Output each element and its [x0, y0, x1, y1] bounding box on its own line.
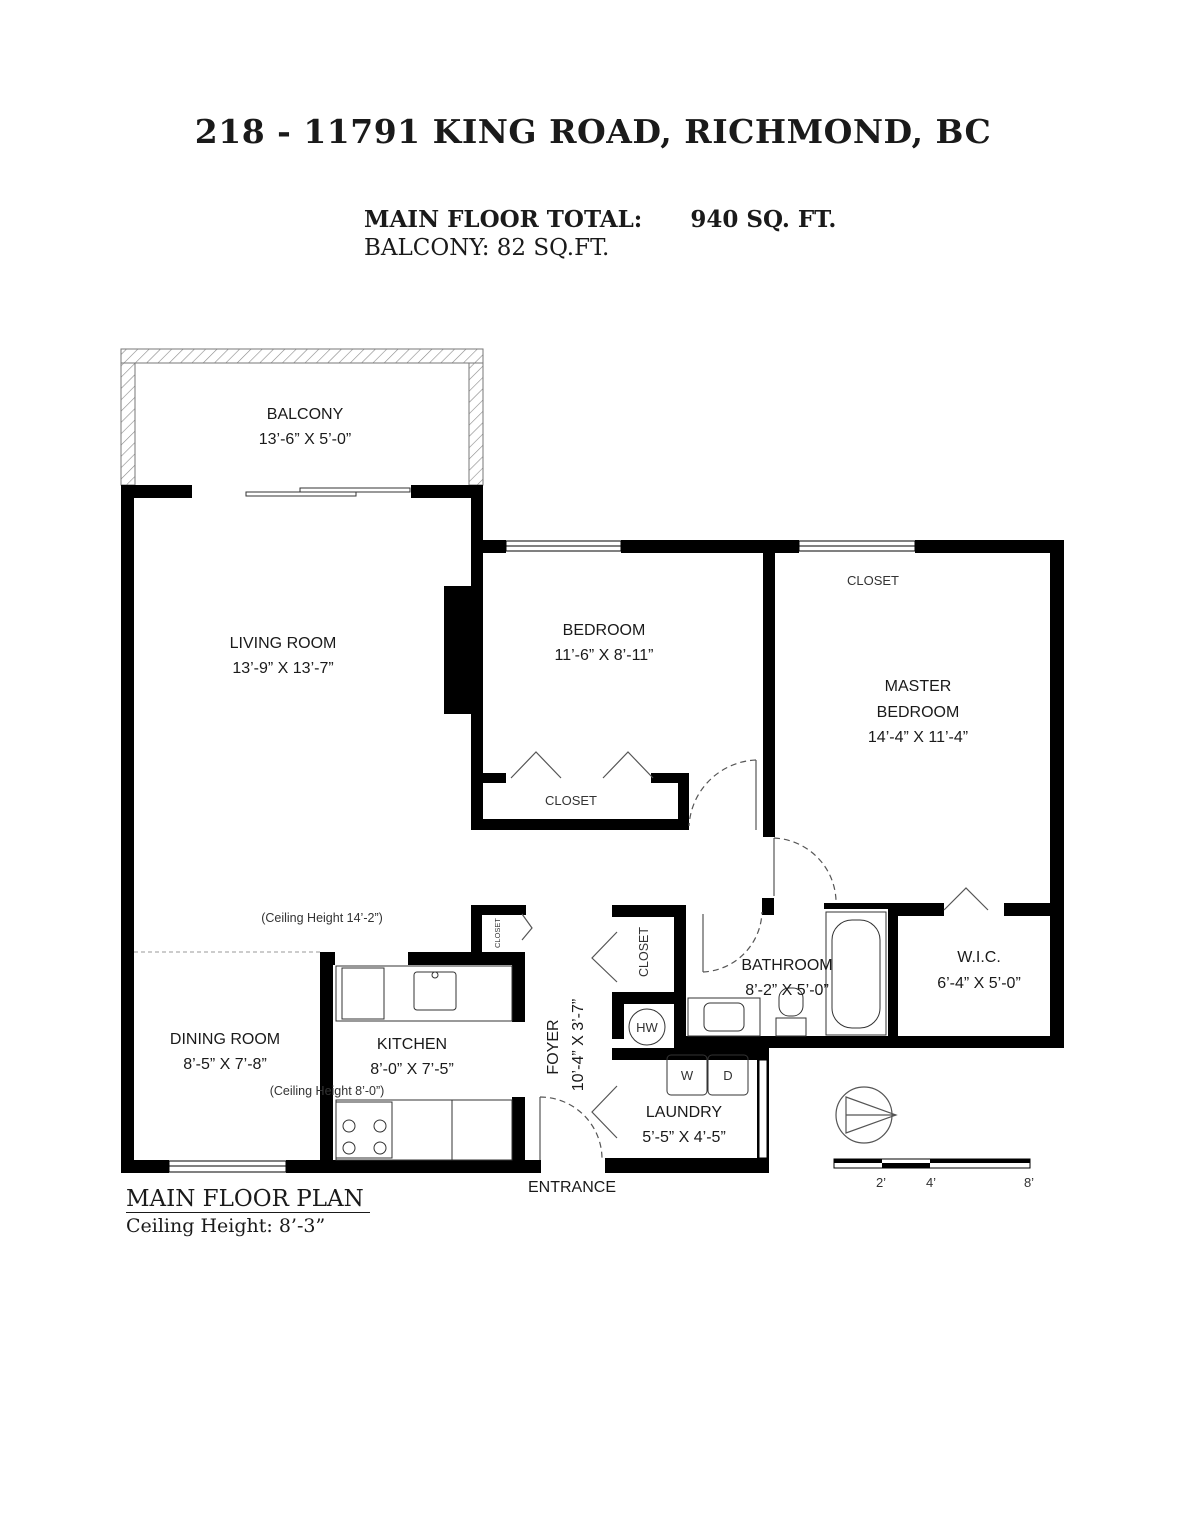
- north-arrow-icon: [835, 1086, 898, 1144]
- washer-label: W: [681, 1068, 694, 1083]
- laundry-size: 5’-5” X 4’-5”: [642, 1129, 726, 1146]
- kitchen-ceiling-height: (Ceiling Height 8’-0”): [270, 1084, 385, 1098]
- bathroom-name: BATHROOM: [741, 957, 832, 974]
- entrance-label: ENTRANCE: [528, 1179, 616, 1196]
- plan-footer: MAIN FLOOR PLAN Ceiling Height: 8’-3”: [126, 1186, 370, 1237]
- dining-room-name: DINING ROOM: [170, 1031, 280, 1048]
- balcony-railing: [120, 348, 484, 486]
- windows: [168, 540, 916, 1173]
- property-address-title: 218 - 11791 KING ROAD, RICHMOND, BC: [194, 112, 992, 151]
- foyer-size: 10’-4” X 3’-7”: [570, 999, 587, 1091]
- water-heater-label: HW: [636, 1020, 658, 1035]
- balcony-name: BALCONY: [267, 406, 344, 423]
- room-labels: BALCONY 13’-6” X 5’-0” LIVING ROOM 13’-9…: [170, 406, 1021, 1196]
- main-floor-total-label: MAIN FLOOR TOTAL:: [364, 206, 643, 233]
- door-swings: [510, 751, 989, 1160]
- balcony-total: BALCONY: 82 SQ.FT.: [364, 235, 610, 261]
- balcony-sliding-door: [245, 487, 411, 497]
- wic-name: W.I.C.: [957, 949, 1001, 966]
- scale-tick-2: 2’: [876, 1175, 886, 1190]
- plan-ceiling-height: Ceiling Height: 8’-3”: [126, 1215, 326, 1237]
- walls: [121, 485, 1064, 1173]
- scale-tick-8: 8’: [1024, 1175, 1034, 1190]
- linen-closet-label: CLOSET: [637, 927, 651, 977]
- kitchen-size: 8’-0” X 7’-5”: [370, 1061, 454, 1078]
- bathroom-fixtures: [687, 911, 887, 1037]
- living-ceiling-height: (Ceiling Height 14’-2”): [261, 911, 383, 925]
- laundry-name: LAUNDRY: [646, 1104, 723, 1121]
- master-closet-label: CLOSET: [847, 573, 899, 588]
- dining-room-size: 8’-5” X 7’-8”: [183, 1056, 267, 1073]
- bedroom-name: BEDROOM: [563, 622, 646, 639]
- area-totals: MAIN FLOOR TOTAL: 940 SQ. FT. BALCONY: 82…: [364, 206, 836, 261]
- balcony-size: 13’-6” X 5’-0”: [259, 431, 351, 448]
- foyer-name: FOYER: [545, 1019, 562, 1074]
- small-closet-label: CLOSET: [493, 918, 502, 948]
- main-floor-total-value: 940 SQ. FT.: [690, 206, 837, 233]
- bedroom-closet-label: CLOSET: [545, 793, 597, 808]
- laundry-fixtures: [628, 1008, 749, 1096]
- plan-title: MAIN FLOOR PLAN: [126, 1186, 370, 1213]
- scale-tick-4: 4’: [926, 1175, 936, 1190]
- master-bedroom-size: 14’-4” X 11’-4”: [868, 729, 968, 746]
- master-bedroom-name-line1: MASTER: [885, 678, 952, 695]
- wic-size: 6’-4” X 5’-0”: [937, 975, 1021, 992]
- living-room-name: LIVING ROOM: [230, 635, 337, 652]
- dryer-label: D: [723, 1068, 732, 1083]
- bedroom-size: 11’-6” X 8’-11”: [555, 647, 654, 664]
- main-floor-total-row: MAIN FLOOR TOTAL: 940 SQ. FT.: [364, 206, 836, 233]
- kitchen-name: KITCHEN: [377, 1036, 447, 1053]
- bathroom-size: 8’-2” X 5’-0”: [745, 982, 829, 999]
- kitchen-fixtures: [335, 965, 513, 1161]
- small-labels: CLOSET CLOSET (Ceiling Height 14’-2”) (C…: [261, 573, 1034, 1190]
- scale-bar: [833, 1158, 1031, 1169]
- master-bedroom-name-line2: BEDROOM: [877, 704, 960, 721]
- living-room-size: 13’-9” X 13’-7”: [232, 660, 333, 677]
